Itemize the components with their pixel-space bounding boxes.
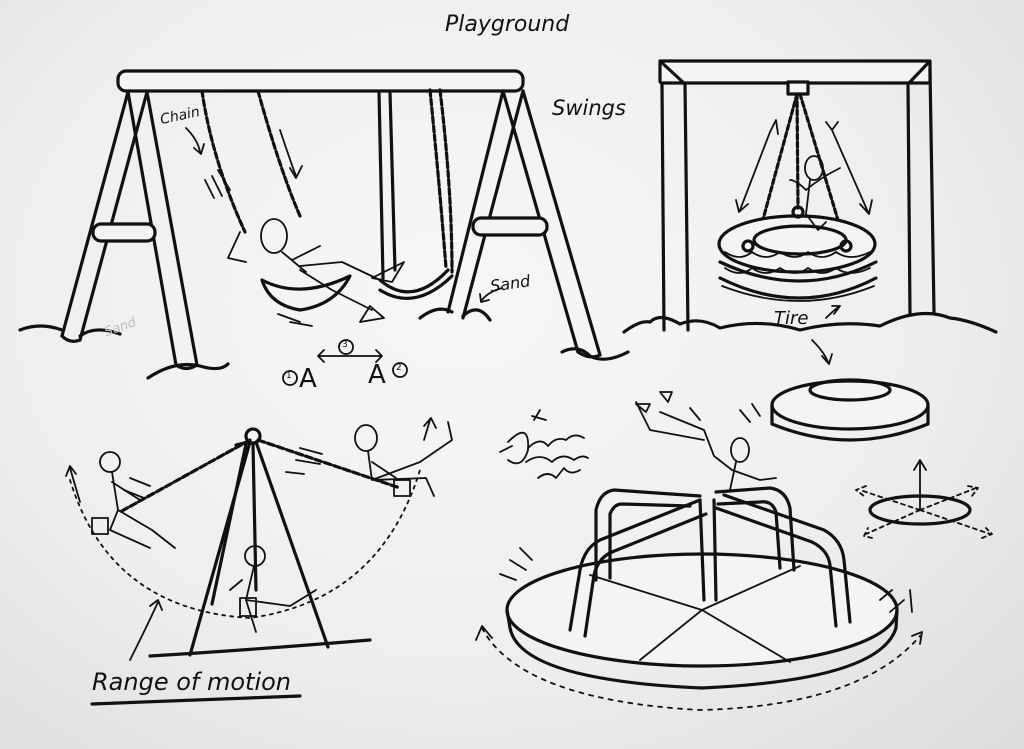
platform-side bbox=[505, 608, 899, 690]
tire-swing bbox=[622, 59, 998, 442]
circle-number-1: 1 bbox=[286, 371, 292, 381]
tire-frame-left bbox=[660, 82, 690, 332]
rotation-symbol bbox=[855, 459, 993, 539]
figure-on-swing bbox=[227, 218, 405, 323]
chain-left-pos bbox=[118, 438, 252, 514]
swing-motion-arrow bbox=[279, 129, 297, 177]
right-cross-bar bbox=[471, 216, 549, 237]
chain-left bbox=[200, 89, 247, 234]
chain-empty-left bbox=[377, 90, 397, 280]
range-of-motion-label: Range of motion bbox=[92, 668, 292, 696]
chain-right-pos bbox=[256, 438, 402, 490]
left-cross-bar bbox=[91, 222, 157, 243]
letter-a-1: A bbox=[299, 364, 317, 394]
swivel-hook bbox=[786, 80, 810, 96]
figure-spinning bbox=[635, 391, 777, 491]
merry-go-round bbox=[475, 391, 923, 711]
circle-number-2: 2 bbox=[396, 363, 402, 373]
chain-empty-right bbox=[428, 88, 454, 274]
swing-seat-empty bbox=[378, 268, 454, 300]
signature bbox=[499, 409, 589, 479]
range-of-motion-swing bbox=[65, 417, 453, 706]
swings-label: Swings bbox=[552, 96, 626, 120]
chain-right bbox=[256, 89, 302, 218]
loose-tire bbox=[770, 379, 930, 431]
arc-path bbox=[69, 469, 421, 619]
circle-number-3: 3 bbox=[342, 340, 348, 350]
swing-seat-occupied bbox=[260, 274, 352, 312]
tire-label: Tire bbox=[774, 308, 809, 329]
figure-center bbox=[229, 545, 317, 633]
page-title: Playground bbox=[445, 12, 570, 37]
underline bbox=[90, 694, 302, 706]
a-diagram bbox=[282, 339, 408, 386]
tire-frame-right bbox=[906, 68, 936, 316]
ground-line bbox=[148, 638, 372, 658]
top-beam bbox=[116, 69, 525, 93]
letter-a-2: A bbox=[368, 360, 386, 390]
swing-set bbox=[18, 69, 630, 380]
frame-legs bbox=[188, 440, 330, 657]
tire-frame-top bbox=[658, 59, 932, 85]
figure-right bbox=[354, 421, 453, 497]
figure-in-tire bbox=[789, 155, 841, 231]
figure-left bbox=[91, 451, 176, 549]
